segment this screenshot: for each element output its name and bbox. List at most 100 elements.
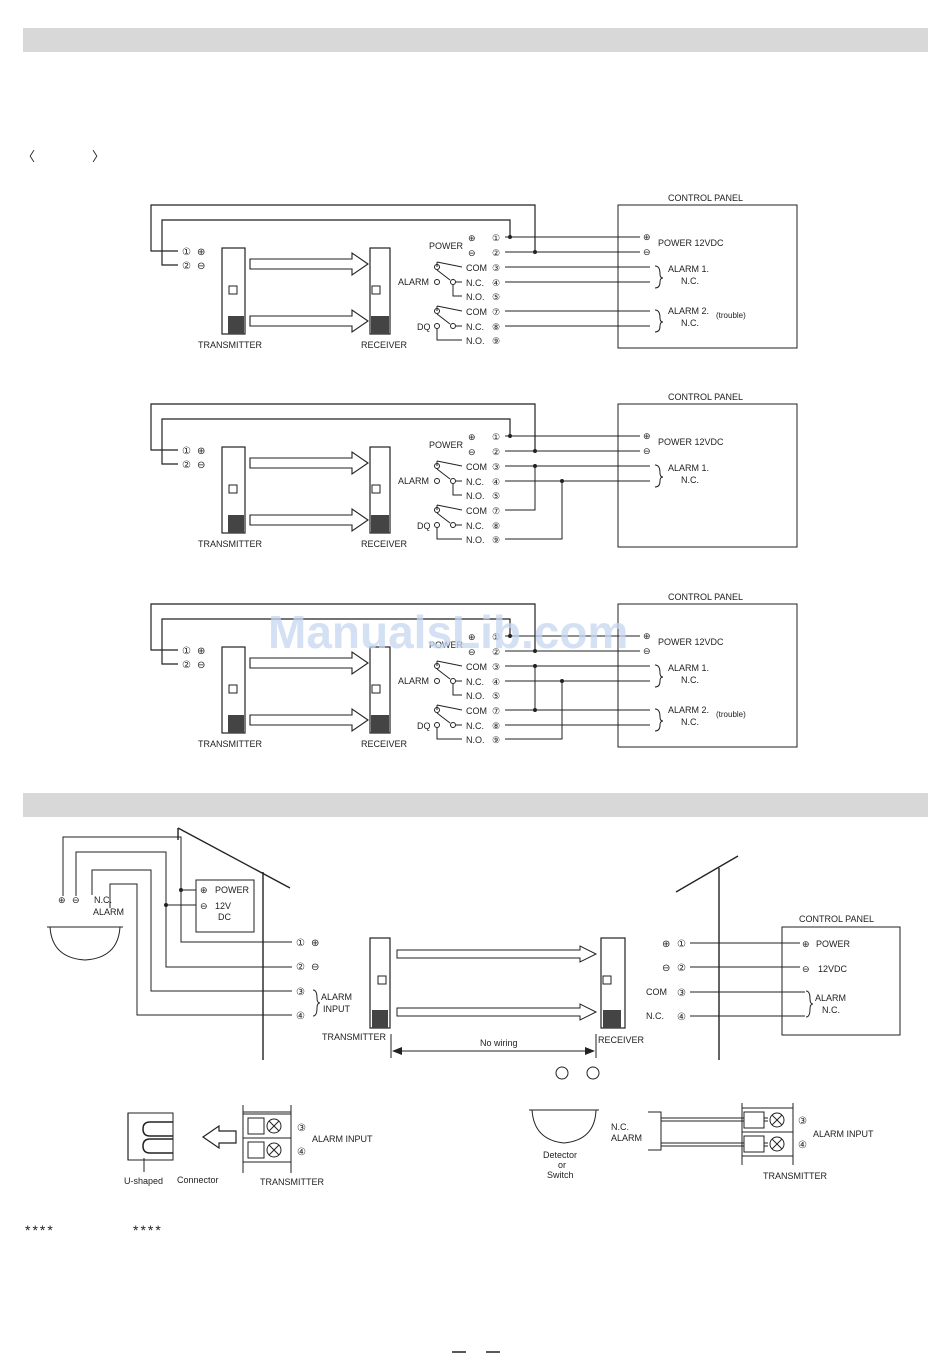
svg-text:N.C.: N.C. bbox=[466, 677, 484, 687]
svg-text:12VDC: 12VDC bbox=[818, 964, 848, 974]
svg-text:⊕: ⊕ bbox=[802, 939, 810, 949]
svg-text:COM: COM bbox=[646, 987, 667, 997]
svg-text:POWER: POWER bbox=[215, 885, 250, 895]
svg-text:ALARM INPUT: ALARM INPUT bbox=[813, 1129, 874, 1139]
svg-text:CONTROL PANEL: CONTROL PANEL bbox=[668, 392, 743, 402]
svg-text:TRANSMITTER: TRANSMITTER bbox=[322, 1032, 386, 1042]
svg-text:①: ① bbox=[492, 233, 500, 243]
angle-bracket-right: 〉 bbox=[92, 149, 106, 164]
svg-text:N.C.: N.C. bbox=[466, 322, 484, 332]
svg-text:③: ③ bbox=[492, 263, 500, 273]
svg-text:⊕: ⊕ bbox=[662, 939, 670, 950]
svg-text:①: ① bbox=[492, 632, 500, 642]
svg-text:COM: COM bbox=[466, 706, 487, 716]
svg-text:③: ③ bbox=[677, 988, 686, 999]
svg-text:⊖: ⊖ bbox=[643, 247, 651, 257]
svg-text:②: ② bbox=[492, 248, 500, 258]
svg-text:12V: 12V bbox=[215, 901, 231, 911]
svg-text:N.C.: N.C. bbox=[466, 477, 484, 487]
svg-text:⊕: ⊕ bbox=[468, 233, 476, 243]
svg-text:④: ④ bbox=[677, 1012, 686, 1023]
svg-text:④: ④ bbox=[296, 1011, 305, 1022]
svg-text:N.O.: N.O. bbox=[466, 491, 485, 501]
svg-text:ALARM 1.: ALARM 1. bbox=[668, 463, 709, 473]
svg-text:④: ④ bbox=[492, 278, 500, 288]
svg-text:⊕: ⊕ bbox=[200, 885, 208, 895]
watermark: ManualsLib.com bbox=[268, 606, 628, 658]
svg-text:⊖: ⊖ bbox=[802, 964, 810, 974]
svg-text:③: ③ bbox=[296, 987, 305, 998]
svg-text:⑧: ⑧ bbox=[492, 322, 500, 332]
wiring-diagram-1: CONTROL PANEL ① ⊕ ② ⊖ POWER ⊕ ⊖ ① ② COM … bbox=[150, 193, 798, 350]
svg-text:TRANSMITTER: TRANSMITTER bbox=[763, 1171, 827, 1181]
svg-text:②: ② bbox=[677, 963, 686, 974]
asterisks-left: **** bbox=[25, 1222, 55, 1238]
svg-text:⑤: ⑤ bbox=[492, 691, 500, 701]
svg-text:⊕: ⊕ bbox=[58, 895, 66, 905]
svg-text:⊕: ⊕ bbox=[197, 646, 205, 657]
svg-text:⑦: ⑦ bbox=[492, 307, 500, 317]
asterisks-right: **** bbox=[133, 1222, 163, 1238]
svg-text:COM: COM bbox=[466, 506, 487, 516]
svg-text:⊖: ⊖ bbox=[468, 248, 476, 258]
svg-text:③: ③ bbox=[798, 1116, 807, 1127]
svg-text:⊖: ⊖ bbox=[197, 261, 205, 272]
u-shaped-connector-diagram: U-shaped Connector ③ ④ ALARM INPUT TRANS… bbox=[124, 1105, 373, 1187]
svg-text:POWER: POWER bbox=[429, 440, 464, 450]
svg-text:⊖: ⊖ bbox=[662, 963, 670, 974]
svg-text:⑤: ⑤ bbox=[492, 292, 500, 302]
svg-text:N.C.: N.C. bbox=[681, 717, 699, 727]
svg-text:⑤: ⑤ bbox=[492, 491, 500, 501]
control-panel-label: CONTROL PANEL bbox=[668, 193, 743, 203]
svg-text:RECEIVER: RECEIVER bbox=[361, 539, 408, 549]
detector-connection-diagram: Detector or Switch N.C. ALARM ③ ④ ALARM … bbox=[529, 1103, 874, 1181]
svg-text:⊖: ⊖ bbox=[197, 660, 205, 671]
svg-text:②: ② bbox=[182, 261, 191, 272]
svg-text:ALARM: ALARM bbox=[321, 992, 352, 1002]
svg-text:⊖: ⊖ bbox=[468, 447, 476, 457]
svg-text:N.O.: N.O. bbox=[466, 336, 485, 346]
svg-text:N.C.: N.C. bbox=[822, 1005, 840, 1015]
svg-text:⊕: ⊕ bbox=[643, 431, 651, 441]
svg-text:②: ② bbox=[182, 660, 191, 671]
svg-text:Switch: Switch bbox=[547, 1170, 574, 1180]
wiring-diagram-2: CONTROL PANEL ① ⊕ ② ⊖ POWER ⊕ ⊖ ① ② COM … bbox=[150, 392, 798, 549]
svg-text:RECEIVER: RECEIVER bbox=[598, 1035, 645, 1045]
svg-text:Connector: Connector bbox=[177, 1175, 219, 1185]
svg-text:⑨: ⑨ bbox=[492, 336, 500, 346]
svg-text:POWER 12VDC: POWER 12VDC bbox=[658, 238, 724, 248]
svg-text:DC: DC bbox=[218, 912, 231, 922]
svg-text:CONTROL PANEL: CONTROL PANEL bbox=[799, 914, 874, 924]
svg-text:⊖: ⊖ bbox=[200, 901, 208, 911]
svg-text:⑨: ⑨ bbox=[492, 535, 500, 545]
svg-text:ALARM: ALARM bbox=[611, 1133, 642, 1143]
dome-detector-icon bbox=[49, 926, 121, 961]
svg-text:ALARM: ALARM bbox=[93, 907, 124, 917]
svg-text:⑨: ⑨ bbox=[492, 735, 500, 745]
svg-text:POWER 12VDC: POWER 12VDC bbox=[658, 437, 724, 447]
svg-text:⑦: ⑦ bbox=[492, 706, 500, 716]
svg-text:④: ④ bbox=[492, 677, 500, 687]
svg-text:or: or bbox=[558, 1160, 566, 1170]
section-header-bar-top bbox=[23, 28, 928, 52]
svg-text:⊕: ⊕ bbox=[643, 232, 651, 242]
svg-text:N.C.: N.C. bbox=[466, 278, 484, 288]
angle-bracket-left: 〈 bbox=[22, 149, 36, 164]
svg-text:RECEIVER: RECEIVER bbox=[361, 340, 408, 350]
svg-text:⊕: ⊕ bbox=[468, 432, 476, 442]
svg-text:N.O.: N.O. bbox=[466, 691, 485, 701]
power-supply-box bbox=[195, 879, 255, 933]
svg-text:COM: COM bbox=[466, 307, 487, 317]
svg-text:⊖: ⊖ bbox=[643, 646, 651, 656]
svg-text:N.O.: N.O. bbox=[466, 735, 485, 745]
svg-text:③: ③ bbox=[492, 662, 500, 672]
svg-text:⑧: ⑧ bbox=[492, 521, 500, 531]
svg-text:⊕: ⊕ bbox=[643, 631, 651, 641]
arrow-left-icon bbox=[201, 1124, 237, 1150]
svg-text:ALARM: ALARM bbox=[398, 476, 429, 486]
svg-text:N.O.: N.O. bbox=[466, 292, 485, 302]
svg-text:N.C.: N.C. bbox=[466, 721, 484, 731]
svg-text:①: ① bbox=[677, 939, 686, 950]
svg-text:⊖: ⊖ bbox=[72, 895, 80, 905]
